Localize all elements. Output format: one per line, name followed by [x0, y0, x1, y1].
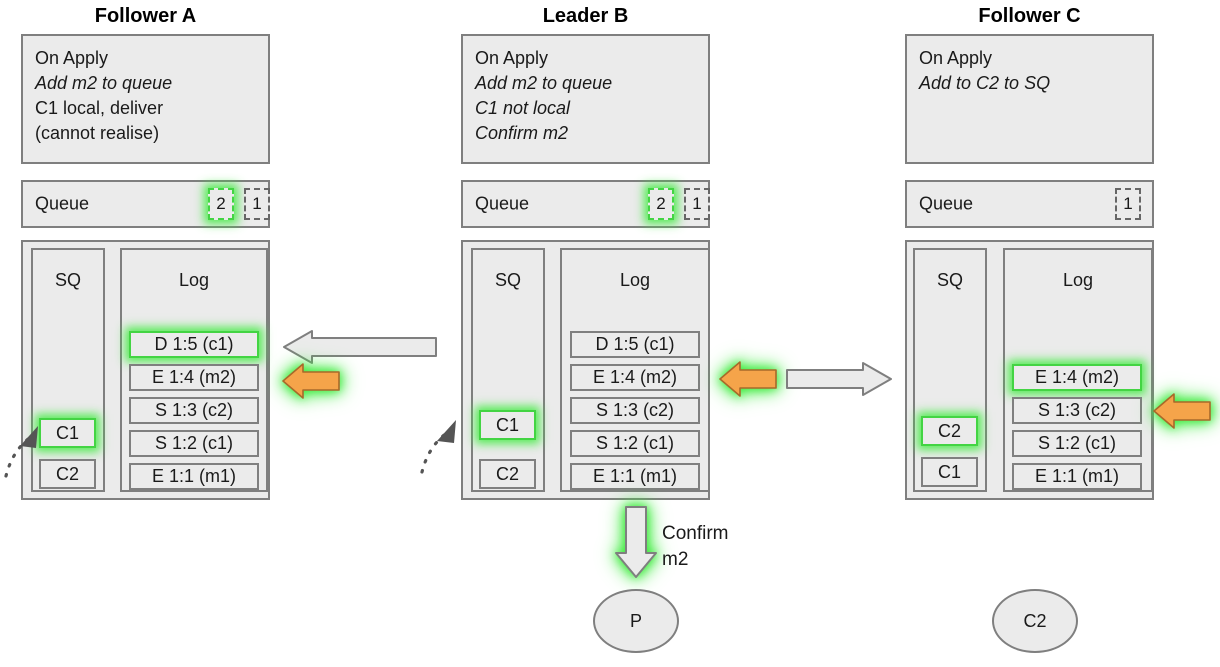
sq-column-follower-c: SQ: [913, 248, 987, 492]
sq-item: C1: [921, 457, 978, 487]
log-header: Log: [178, 270, 210, 290]
sq-dotted-pointer-follower-a: [0, 418, 44, 480]
queue-item: 2: [208, 188, 234, 220]
log-entry: E 1:1 (m1): [129, 463, 259, 490]
apply-pointer-follower-a-arrow: [277, 360, 343, 402]
log-entry: S 1:2 (c1): [570, 430, 700, 457]
confirm-label-line1: Confirm: [662, 523, 729, 544]
sq-dotted-pointer-leader-b: [412, 410, 464, 476]
sq-item: C1: [479, 410, 536, 440]
queue-label: Queue: [35, 193, 90, 214]
log-entry: E 1:1 (m1): [1012, 463, 1142, 490]
node-title-leader-b: Leader B: [542, 5, 629, 27]
sq-header: SQ: [494, 270, 521, 290]
apply-pointer-leader-b-arrow: [714, 358, 780, 400]
log-entry: S 1:3 (c2): [1012, 397, 1142, 424]
sq-header: SQ: [936, 270, 963, 290]
queue-item: 1: [684, 188, 710, 220]
apply-pointer-follower-c-arrow: [1148, 390, 1214, 432]
producer-circle: P: [593, 589, 679, 653]
log-entry: S 1:3 (c2): [570, 397, 700, 424]
onapply-panel-follower-c: On Apply Add to C2 to SQ: [905, 34, 1154, 164]
onapply-line: C1 not local: [475, 98, 571, 118]
log-entry: E 1:4 (m2): [129, 364, 259, 391]
onapply-line: On Apply: [35, 48, 109, 68]
sq-column-follower-a: SQ: [31, 248, 105, 492]
sq-item: C2: [479, 459, 536, 489]
sq-item: C2: [39, 459, 96, 489]
onapply-line: (cannot realise): [35, 123, 160, 143]
log-entry: S 1:2 (c1): [1012, 430, 1142, 457]
onapply-line: Add m2 to queue: [35, 73, 173, 93]
onapply-line: Confirm m2: [475, 123, 569, 143]
onapply-line: On Apply: [919, 48, 993, 68]
onapply-panel-leader-b: On Apply Add m2 to queue C1 not local Co…: [461, 34, 710, 164]
queue-label: Queue: [919, 193, 974, 214]
log-entry: S 1:2 (c1): [129, 430, 259, 457]
log-header: Log: [619, 270, 651, 290]
node-title-follower-c: Follower C: [978, 5, 1081, 27]
queue-item: 1: [244, 188, 270, 220]
consumer-c2-circle: C2: [992, 589, 1078, 653]
queue-panel-follower-c: Queue 1: [905, 180, 1154, 228]
onapply-line: On Apply: [475, 48, 549, 68]
sq-item: C2: [921, 416, 978, 446]
log-entry: D 1:5 (c1): [570, 331, 700, 358]
queue-item: 1: [1115, 188, 1141, 220]
log-entry: E 1:4 (m2): [570, 364, 700, 391]
queue-panel-follower-a: Queue 2 1: [21, 180, 270, 228]
sq-item: C1: [39, 418, 96, 448]
confirm-arrow: [608, 505, 664, 581]
queue-label: Queue: [475, 193, 530, 214]
log-entry: E 1:4 (m2): [1012, 364, 1142, 391]
sq-column-leader-b: SQ: [471, 248, 545, 492]
onapply-panel-follower-a: On Apply Add m2 to queue C1 local, deliv…: [21, 34, 270, 164]
queue-panel-leader-b: Queue 2 1: [461, 180, 710, 228]
onapply-line: Add to C2 to SQ: [919, 73, 1051, 93]
log-entry: S 1:3 (c2): [129, 397, 259, 424]
sq-header: SQ: [54, 270, 81, 290]
node-title-follower-a: Follower A: [94, 5, 197, 27]
onapply-line: Add m2 to queue: [475, 73, 613, 93]
onapply-line: C1 local, deliver: [35, 98, 164, 118]
confirm-label-line2: m2: [662, 549, 689, 570]
log-entry: E 1:1 (m1): [570, 463, 700, 490]
log-entry: D 1:5 (c1): [129, 331, 259, 358]
queue-item: 2: [648, 188, 674, 220]
replicate-to-follower-a-arrow: [280, 330, 437, 364]
replicate-to-follower-c-arrow: [785, 362, 895, 396]
confirm-arrow-label: Confirm m2: [662, 521, 729, 573]
log-header: Log: [1062, 270, 1094, 290]
